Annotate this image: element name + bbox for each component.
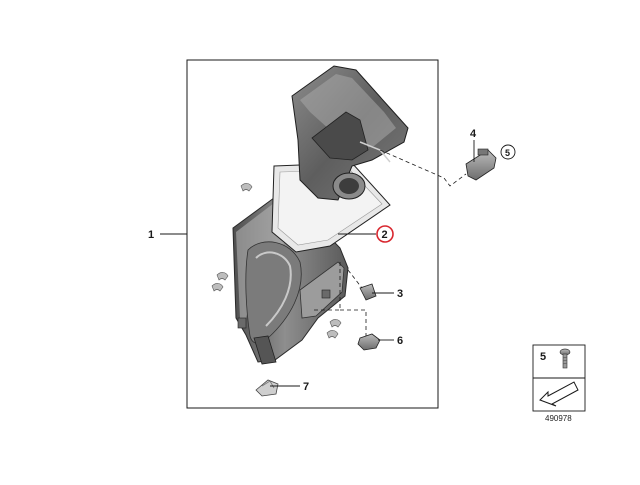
callout-2-highlight-ring — [376, 225, 394, 243]
leader-lines — [160, 140, 475, 387]
arrow-icon — [539, 381, 579, 407]
legend-box: 5 — [532, 344, 586, 412]
callout-5-ring — [500, 144, 516, 160]
callout-1: 1 — [148, 229, 154, 241]
part-4-sensor — [465, 148, 497, 181]
dashed-leaders — [314, 149, 467, 336]
callout-6: 6 — [397, 335, 403, 347]
callout-7: 7 — [303, 381, 309, 393]
part-7-clip — [255, 379, 279, 397]
callout-4: 4 — [470, 128, 477, 140]
housing-clips — [211, 183, 342, 339]
screw-icon — [559, 348, 571, 369]
legend-label: 5 — [540, 351, 546, 363]
callout-3: 3 — [397, 288, 403, 300]
part-3-grommet — [359, 283, 377, 301]
diagram-number: 490978 — [545, 414, 572, 423]
callout-2: 2 — [382, 229, 388, 241]
intake-duct — [291, 65, 409, 201]
callout-5: 5 — [505, 148, 510, 158]
part-6-nut — [357, 333, 381, 351]
